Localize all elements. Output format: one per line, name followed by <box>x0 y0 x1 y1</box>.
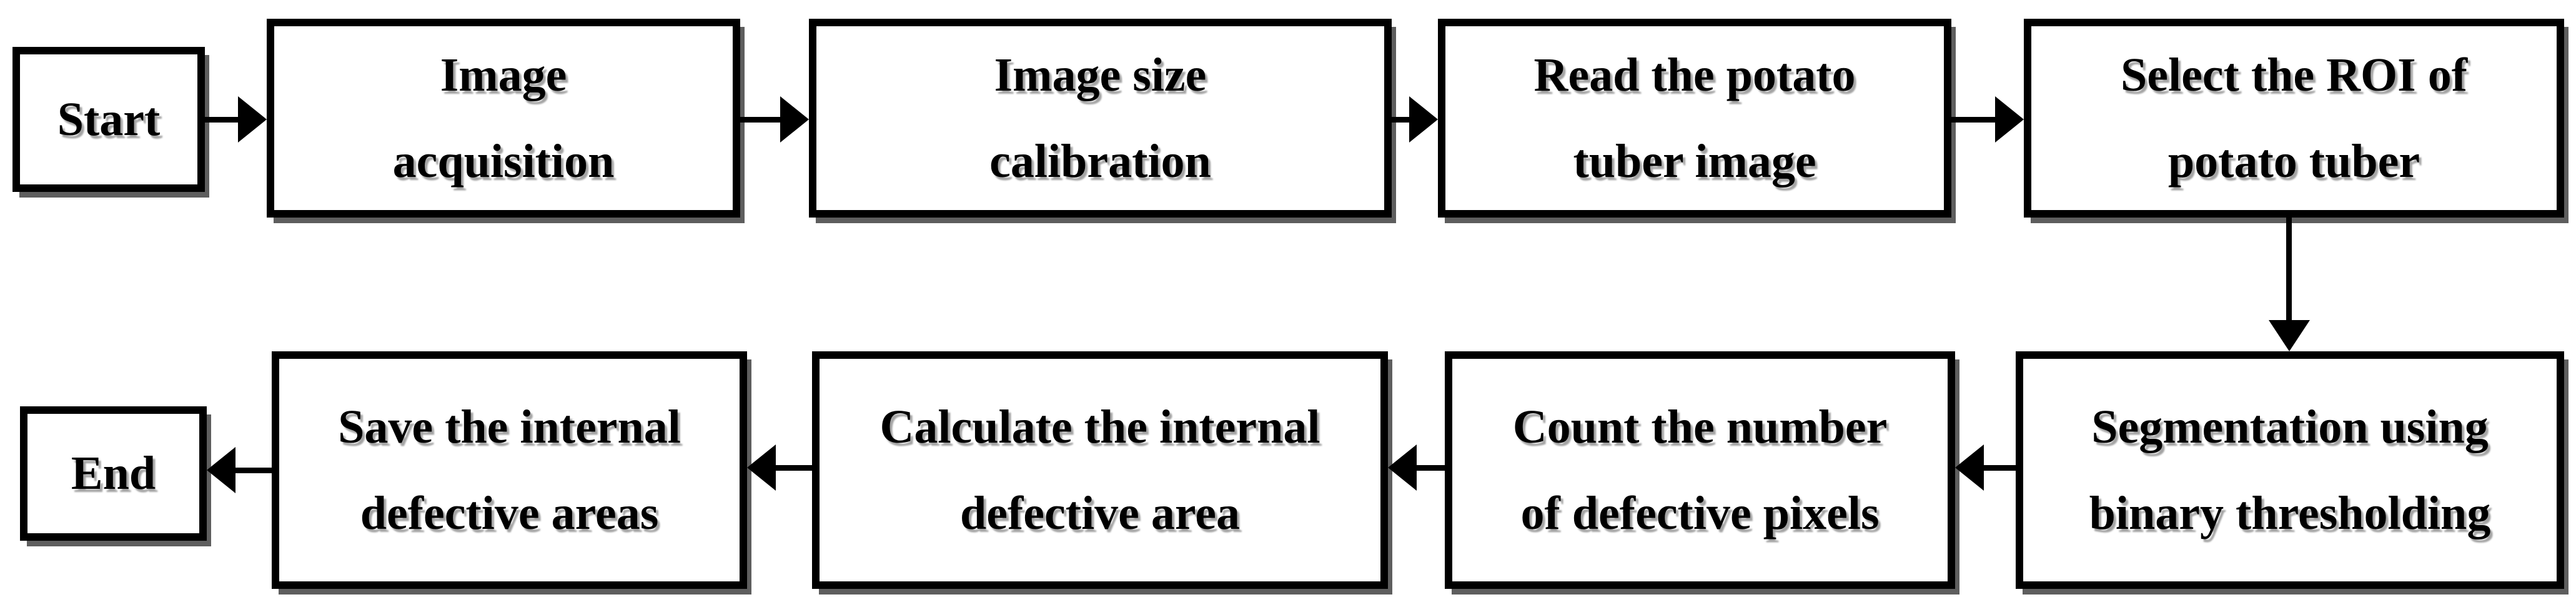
arrowhead-right-icon <box>238 96 267 143</box>
arrow-shaft <box>1951 117 1996 123</box>
arrow-shaft <box>205 117 239 123</box>
arrow-start-to-image-acquisition <box>205 96 267 143</box>
flow-step-segmentation-binary-thresholding: Segmentation using binary thresholding <box>2016 351 2564 589</box>
arrowhead-down-icon <box>2269 320 2310 351</box>
flow-step-count-defective-pixels: Count the number of defective pixels <box>1445 351 1955 589</box>
arrow-count-pixels-to-calculate-area <box>1388 444 1445 491</box>
flow-step-select-roi-potato-tuber-line2: potato tuber <box>2167 135 2420 188</box>
arrow-calculate-area-to-save-areas <box>747 444 812 491</box>
arrow-image-acquisition-to-calibration <box>740 96 809 143</box>
flow-step-save-internal-defective-areas: Save the internal defective areas <box>272 351 747 589</box>
flow-step-calculate-internal-defective-area: Calculate the internal defective area <box>812 351 1388 589</box>
flow-step-image-size-calibration: Image size calibration <box>809 19 1392 218</box>
flow-step-count-defective-pixels-line2: of defective pixels <box>1520 487 1880 539</box>
arrow-select-roi-to-segmentation <box>2269 218 2310 351</box>
flow-step-segmentation-line2: binary thresholding <box>2089 487 2491 539</box>
flow-step-image-acquisition: Image acquisition <box>267 19 740 218</box>
flow-step-select-roi-potato-tuber-line1: Select the ROI of <box>2120 48 2468 101</box>
arrow-calibration-to-read-image <box>1392 96 1438 143</box>
arrow-shaft <box>740 117 781 123</box>
arrow-shaft <box>1415 465 1445 471</box>
arrow-shaft <box>1983 465 2016 471</box>
arrowhead-left-icon <box>747 444 776 491</box>
arrowhead-left-icon <box>1955 444 1984 491</box>
flow-step-save-areas-line2: defective areas <box>360 487 659 539</box>
flow-step-read-potato-tuber-image-line2: tuber image <box>1573 135 1816 188</box>
arrowhead-right-icon <box>1995 96 2024 143</box>
flow-step-calculate-area-line1: Calculate the internal <box>879 400 1320 453</box>
flow-step-save-areas-line1: Save the internal <box>338 400 681 453</box>
flow-step-calculate-area-line2: defective area <box>959 487 1241 539</box>
flow-step-start-label: Start <box>57 93 161 146</box>
arrow-save-areas-to-end <box>207 447 272 493</box>
arrow-segmentation-to-count-pixels <box>1955 444 2016 491</box>
flow-step-start: Start <box>12 47 205 192</box>
arrow-shaft <box>1392 117 1410 123</box>
arrowhead-left-icon <box>207 447 235 493</box>
flow-step-image-acquisition-line2: acquisition <box>392 135 615 188</box>
arrow-shaft <box>2286 218 2292 324</box>
flow-step-image-acquisition-line1: Image <box>440 48 567 101</box>
arrow-read-image-to-select-roi <box>1951 96 2024 143</box>
flow-step-read-potato-tuber-image-line1: Read the potato <box>1533 48 1856 101</box>
flow-step-end: End <box>20 406 207 541</box>
flow-step-image-size-calibration-line1: Image size <box>994 48 1207 101</box>
flow-step-read-potato-tuber-image: Read the potato tuber image <box>1438 19 1951 218</box>
flow-step-end-label: End <box>71 447 156 500</box>
flow-step-select-roi-potato-tuber: Select the ROI of potato tuber <box>2024 19 2564 218</box>
flow-step-segmentation-line1: Segmentation using <box>2091 400 2489 453</box>
flow-step-count-defective-pixels-line1: Count the number <box>1512 400 1888 453</box>
arrowhead-right-icon <box>780 96 809 143</box>
arrowhead-left-icon <box>1388 444 1417 491</box>
arrow-shaft <box>775 465 812 471</box>
flow-step-image-size-calibration-line2: calibration <box>989 135 1211 188</box>
arrow-shaft <box>234 468 272 473</box>
arrowhead-right-icon <box>1409 96 1438 143</box>
